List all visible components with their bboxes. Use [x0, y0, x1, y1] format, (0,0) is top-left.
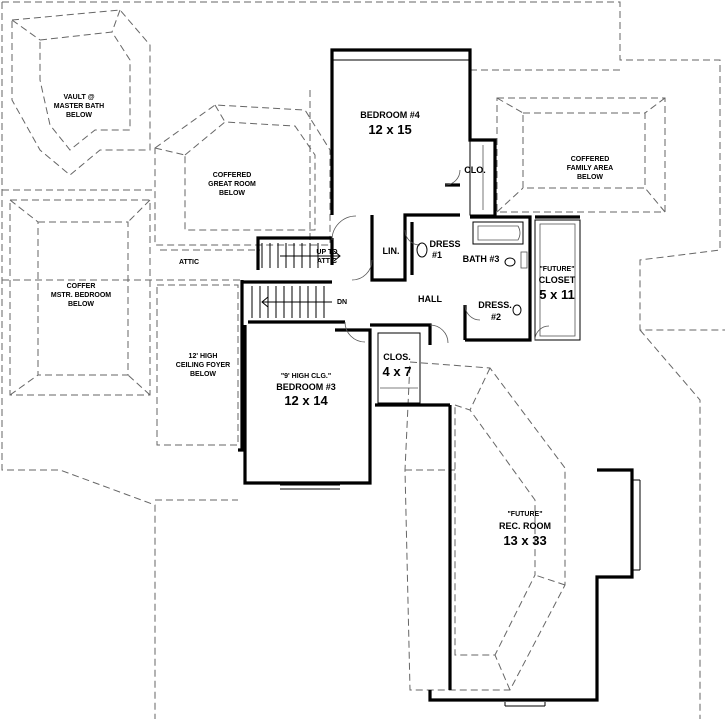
bedroom-4-name: BEDROOM #4	[360, 110, 420, 120]
dress-2-line2: #2	[491, 312, 501, 322]
lin-label: LIN.	[383, 246, 400, 256]
vault-line3: BELOW	[66, 112, 92, 119]
coffered-great-room-outline	[154, 104, 331, 246]
family-area-line1: COFFERED	[571, 156, 610, 163]
rec-room-size: 13 x 33	[503, 533, 546, 548]
coffered-family-area-outline	[496, 97, 666, 213]
coffer-master-bedroom-label: COFFER MSTR. BEDROOM BELOW	[51, 283, 111, 308]
future-closet-size: 5 x 11	[539, 287, 574, 302]
foyer-line3: BELOW	[190, 371, 216, 378]
vault-master-bath-outline	[11, 9, 151, 176]
family-area-line3: BELOW	[577, 174, 603, 181]
hall-label: HALL	[418, 294, 442, 304]
attic-label: ATTIC	[179, 259, 199, 266]
clos-size: 4 x 7	[383, 364, 412, 379]
foyer-line1: 12' HIGH	[189, 353, 218, 360]
bedroom-3-size: 12 x 14	[284, 393, 328, 408]
clos-label: CLOS. 4 x 7	[383, 352, 412, 379]
great-room-line2: GREAT ROOM	[208, 181, 256, 188]
great-room-line1: COFFERED	[213, 172, 252, 179]
vault-line1: VAULT @	[63, 94, 94, 101]
coffer-master-bedroom-outline	[9, 199, 151, 396]
great-room-line3: BELOW	[219, 190, 245, 197]
mstr-bedroom-line2: MSTR. BEDROOM	[51, 292, 111, 299]
clo-label: CLO.	[464, 165, 486, 175]
bedroom-4-label: BEDROOM #4 12 x 15	[360, 110, 420, 137]
rec-room-name: REC. ROOM	[499, 521, 551, 531]
mstr-bedroom-line1: COFFER	[67, 283, 96, 290]
dress-1-label: DRESS #1	[429, 239, 460, 260]
bath-3-label: BATH #3	[463, 254, 500, 264]
rec-room-note: "FUTURE"	[507, 511, 542, 518]
family-area-line2: FAMILY AREA	[567, 165, 613, 172]
up-to-attic-line1: UP TO	[316, 249, 338, 256]
foyer-line2: CEILING FOYER	[176, 362, 230, 369]
future-closet-name: CLOSET	[539, 275, 576, 285]
bedroom-3-note: "9' HIGH CLG."	[281, 373, 331, 380]
dress-2-line1: DRESS.	[478, 300, 512, 310]
rec-room-label: "FUTURE" REC. ROOM 13 x 33	[499, 511, 551, 548]
coffered-family-area-label: COFFERED FAMILY AREA BELOW	[567, 156, 613, 181]
dress-1-line1: DRESS	[429, 239, 460, 249]
bedroom-4-size: 12 x 15	[368, 122, 411, 137]
door-swings	[331, 169, 550, 344]
dn-label: DN	[337, 299, 347, 306]
stair-arrows	[261, 250, 341, 308]
vault-master-bath-label: VAULT @ MASTER BATH BELOW	[54, 94, 104, 119]
future-closet-label: "FUTURE" CLOSET 5 x 11	[539, 266, 576, 302]
mstr-bedroom-line3: BELOW	[68, 301, 94, 308]
bedroom-3-name: BEDROOM #3	[276, 382, 336, 392]
coffered-great-room-label: COFFERED GREAT ROOM BELOW	[208, 172, 256, 197]
bedroom-3-label: "9' HIGH CLG." BEDROOM #3 12 x 14	[276, 373, 336, 408]
future-closet-note: "FUTURE"	[539, 266, 574, 273]
dress-2-label: DRESS. #2	[478, 300, 512, 322]
interior-lines	[280, 59, 641, 707]
dress-1-line2: #1	[432, 250, 442, 260]
foyer-label: 12' HIGH CEILING FOYER BELOW	[176, 353, 230, 378]
rec-room-roof-outline	[404, 361, 566, 691]
fixtures	[416, 242, 528, 316]
vault-line2: MASTER BATH	[54, 103, 104, 110]
foyer-ceiling-outline	[156, 284, 239, 446]
up-to-attic-line2: ATTIC	[317, 258, 337, 265]
clos-name: CLOS.	[383, 352, 411, 362]
up-to-attic-label: UP TO ATTIC	[316, 249, 338, 265]
